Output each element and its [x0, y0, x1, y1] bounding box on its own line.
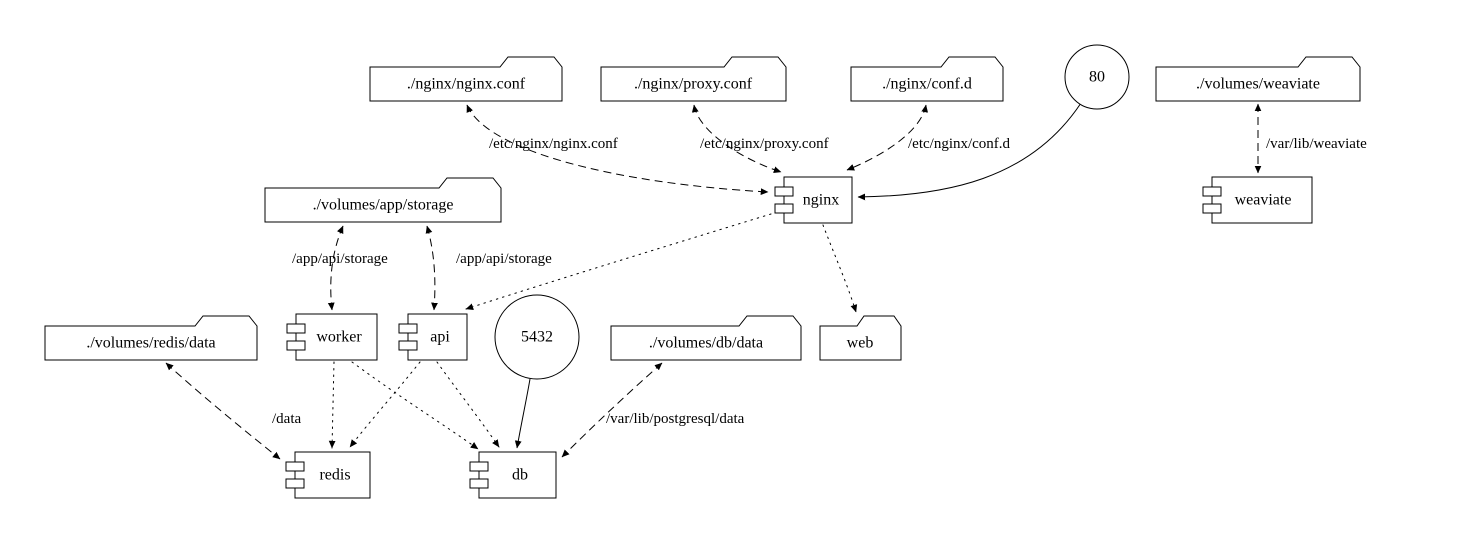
- node-label: ./volumes/db/data: [649, 335, 763, 352]
- edge-label-var-lib-weaviate: /var/lib/weaviate: [1266, 136, 1367, 152]
- edge-appstorage-api: [425, 225, 438, 311]
- component-tab-icon: [774, 186, 794, 197]
- component-tab-icon: [286, 340, 306, 351]
- edge-worker-redis: [328, 361, 336, 449]
- node-label: 80: [1089, 69, 1105, 86]
- port-circle-icon: [1064, 44, 1130, 110]
- node-worker: worker: [286, 313, 378, 361]
- edge-api-db: [436, 361, 500, 448]
- edge-label-var-lib-postgresql-data: /var/lib/postgresql/data: [606, 411, 745, 427]
- folder-icon: [850, 56, 1004, 102]
- node-label: ./volumes/redis/data: [86, 335, 215, 352]
- edge-label-etc-nginx-nginx-conf: /etc/nginx/nginx.conf: [489, 136, 618, 152]
- node-label: redis: [319, 467, 350, 484]
- edge-label-etc-nginx-proxy-conf: /etc/nginx/proxy.conf: [700, 136, 829, 152]
- component-tab-icon: [398, 323, 418, 334]
- edge-appstorage-worker: [327, 225, 344, 311]
- edge-labels-layer: /etc/nginx/nginx.conf /etc/nginx/proxy.c…: [272, 136, 1367, 427]
- node-label: ./nginx/proxy.conf: [634, 76, 753, 93]
- node-proxy-conf: ./nginx/proxy.conf: [600, 56, 787, 102]
- component-tab-icon: [1202, 186, 1222, 197]
- component-box: [478, 451, 557, 499]
- node-label: ./volumes/weaviate: [1196, 76, 1320, 93]
- component-tab-icon: [398, 340, 418, 351]
- node-port-5432: 5432: [494, 294, 580, 380]
- node-api: api: [398, 313, 468, 361]
- folder-icon: [600, 56, 787, 102]
- folder-icon: [44, 315, 258, 361]
- edge-worker-db: [351, 361, 479, 450]
- edge-confd-nginx: [846, 104, 929, 171]
- component-box: [407, 313, 468, 361]
- node-redis: redis: [285, 451, 371, 499]
- node-volumes-redis-data: ./volumes/redis/data: [44, 315, 258, 361]
- component-tab-icon: [469, 478, 489, 489]
- component-box: [294, 451, 371, 499]
- component-tab-icon: [1202, 203, 1222, 214]
- node-volumes-weaviate: ./volumes/weaviate: [1155, 56, 1361, 102]
- edge-label-app-api-storage-worker: /app/api/storage: [292, 251, 388, 267]
- component-tab-icon: [469, 461, 489, 472]
- node-nginx-conf: ./nginx/nginx.conf: [369, 56, 563, 102]
- node-label: weaviate: [1235, 192, 1292, 209]
- edge-label-etc-nginx-conf-d: /etc/nginx/conf.d: [908, 136, 1011, 152]
- node-label: web: [847, 335, 874, 352]
- port-circle-icon: [494, 294, 580, 380]
- node-nginx: nginx: [774, 176, 853, 224]
- node-db: db: [469, 451, 557, 499]
- edge-label-app-api-storage-api: /app/api/storage: [456, 251, 552, 267]
- node-label: nginx: [803, 192, 839, 209]
- component-box: [295, 313, 378, 361]
- node-web: web: [819, 315, 902, 361]
- component-tab-icon: [774, 203, 794, 214]
- folder-icon: [369, 56, 563, 102]
- component-tab-icon: [285, 478, 305, 489]
- node-weaviate: weaviate: [1202, 176, 1313, 224]
- edge-redisdata-redis: [165, 362, 281, 460]
- edge-nginx-web: [822, 224, 858, 313]
- node-label: ./nginx/conf.d: [882, 76, 972, 93]
- node-label: ./volumes/app/storage: [313, 197, 454, 214]
- component-box: [1211, 176, 1313, 224]
- folder-icon: [819, 315, 902, 361]
- component-box: [783, 176, 853, 224]
- node-label: worker: [316, 329, 362, 346]
- edge-api-redis: [349, 361, 421, 448]
- component-tab-icon: [285, 461, 305, 472]
- node-volumes-app-storage: ./volumes/app/storage: [264, 177, 502, 223]
- edges-layer: [165, 102, 1262, 460]
- node-label: ./nginx/nginx.conf: [407, 76, 526, 93]
- folder-icon: [610, 315, 802, 361]
- node-conf-d: ./nginx/conf.d: [850, 56, 1004, 102]
- nodes-layer: ./nginx/nginx.conf ./nginx/proxy.conf ./…: [44, 44, 1361, 499]
- edge-dbdata-db: [561, 362, 663, 458]
- node-label: 5432: [521, 329, 553, 346]
- node-label: db: [512, 467, 528, 484]
- edge-nginxconf-nginx: [466, 104, 769, 195]
- edge-nginx-api: [465, 213, 772, 311]
- node-port-80: 80: [1064, 44, 1130, 110]
- edge-port5432-db: [514, 378, 531, 449]
- folder-icon: [1155, 56, 1361, 102]
- edge-port80-nginx: [857, 102, 1082, 201]
- component-tab-icon: [286, 323, 306, 334]
- node-volumes-db-data: ./volumes/db/data: [610, 315, 802, 361]
- folder-icon: [264, 177, 502, 223]
- node-label: api: [430, 329, 450, 346]
- edge-label-data: /data: [272, 411, 301, 427]
